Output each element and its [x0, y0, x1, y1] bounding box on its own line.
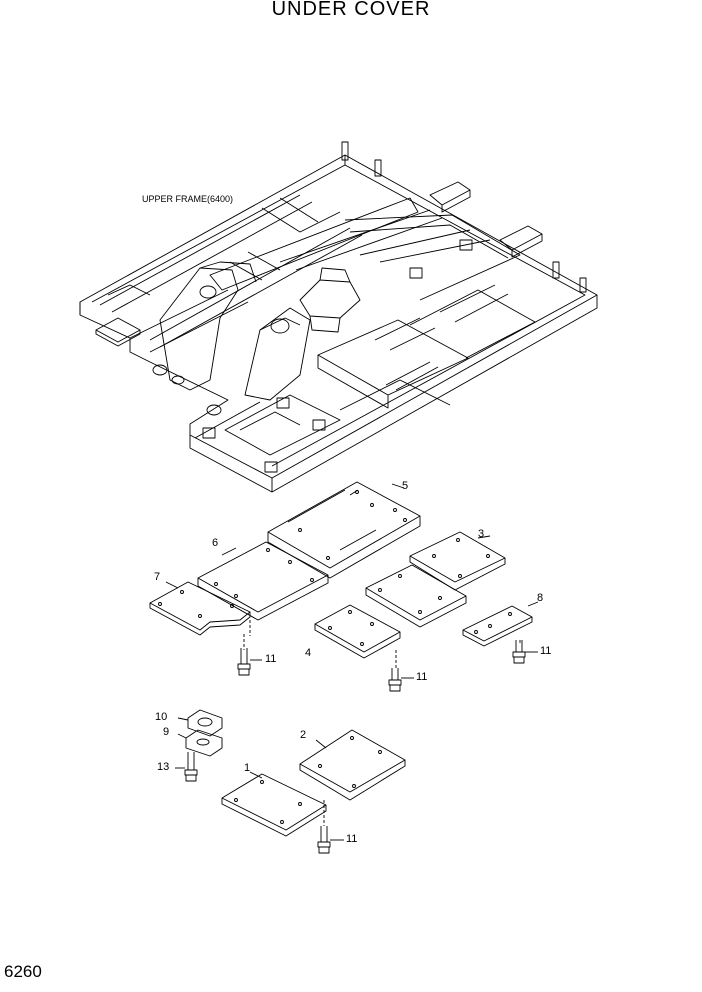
callout-4: 4: [305, 647, 312, 659]
callout-2: 2: [300, 729, 307, 741]
callout-6: 6: [212, 537, 219, 549]
cover-plate-middle: [366, 565, 466, 627]
callout-10: 10: [155, 711, 168, 723]
callout-5: 5: [402, 480, 409, 492]
bolt-11-b: [389, 668, 414, 691]
bolt-11-a: [238, 648, 262, 675]
bolt-11-d: [318, 826, 344, 853]
callout-11-b: 11: [416, 671, 428, 683]
callout-9: 9: [163, 726, 170, 738]
callout-1: 1: [244, 762, 251, 774]
part-9-gasket: [178, 730, 222, 756]
part-1-cover: [222, 772, 326, 836]
callout-11-a: 11: [265, 653, 277, 665]
part-3-cover: [410, 532, 505, 590]
part-8-cover: [463, 602, 538, 646]
bolt-11-c: [513, 640, 538, 663]
page-title: UNDER COVER: [271, 0, 431, 20]
callout-7: 7: [154, 571, 161, 583]
page-number: 6260: [4, 962, 42, 981]
part-4-cover: [315, 605, 400, 658]
upper-frame: [80, 142, 597, 492]
bolt-13: [175, 752, 197, 781]
part-2-cover: [300, 730, 405, 800]
callout-3: 3: [478, 528, 485, 540]
part-6-cover: [198, 542, 328, 620]
part-7-cover: [150, 582, 250, 635]
callout-11-c: 11: [540, 645, 552, 657]
callout-11-d: 11: [346, 833, 358, 845]
callout-13: 13: [157, 761, 170, 773]
part-10-plate: [178, 710, 222, 736]
callout-8: 8: [537, 592, 544, 604]
upper-frame-label: UPPER FRAME(6400): [142, 194, 234, 204]
part-5-cover: [268, 482, 420, 578]
